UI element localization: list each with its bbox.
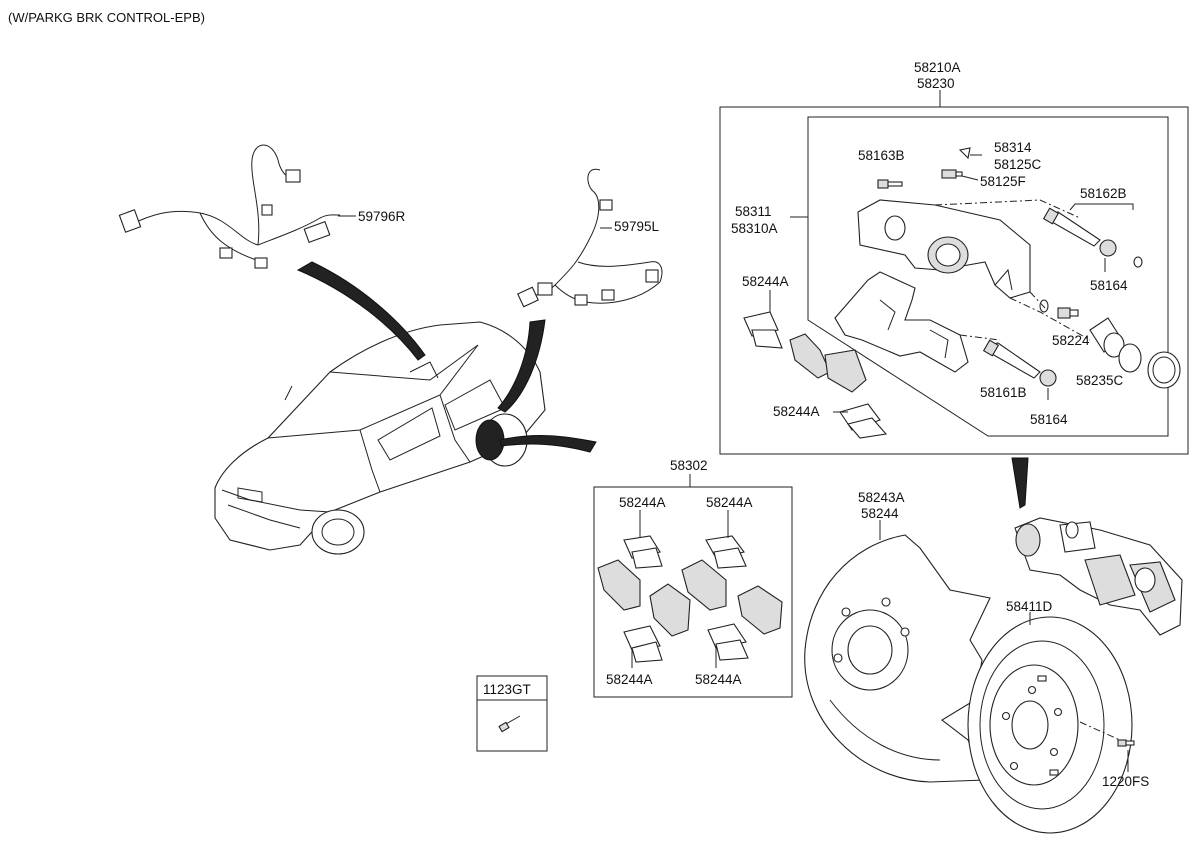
caliper-body: [857, 199, 1031, 299]
brake-pads-main: [743, 311, 888, 439]
label-59796R: 59796R: [358, 209, 406, 224]
pointer-to-car-front: [296, 261, 426, 361]
label-59795L: 59795L: [614, 219, 660, 234]
label-58244A-kit1: 58244A: [619, 495, 666, 510]
label-58244A-kit3: 58244A: [606, 672, 653, 687]
label-58125C: 58125C: [994, 157, 1042, 172]
label-58314: 58314: [994, 140, 1032, 155]
sensor-59796R: [118, 144, 341, 269]
label-58224: 58224: [1052, 333, 1090, 348]
pad-kit-parts: [597, 535, 783, 663]
car-illustration: [214, 321, 546, 555]
label-58210A: 58210A: [914, 60, 961, 75]
bolt-1123GT: [498, 715, 521, 733]
box-58302: [593, 486, 793, 698]
boot-58164-bottom: [1039, 369, 1057, 387]
label-58164-bottom: 58164: [1030, 412, 1068, 427]
label-58244: 58244: [861, 506, 899, 521]
label-58161B: 58161B: [980, 385, 1027, 400]
brake-disc-58411D: [967, 616, 1133, 834]
label-58311: 58311: [735, 204, 772, 219]
caliper-assembly-epb: [1014, 517, 1183, 636]
label-58244A-kit2: 58244A: [706, 495, 753, 510]
box-1123GT: [476, 675, 548, 752]
label-58411D: 58411D: [1006, 599, 1053, 614]
label-58125F: 58125F: [980, 174, 1026, 189]
pointer-to-car-rear: [497, 319, 546, 413]
bolt-58163B: [877, 179, 903, 189]
pointer-to-caliper-assy: [1011, 457, 1029, 509]
pointer-to-rear-wheel: [499, 435, 597, 453]
label-58235C: 58235C: [1076, 373, 1124, 388]
label-58244A-box1: 58244A: [742, 274, 789, 289]
box-58311: [807, 116, 1169, 437]
label-58310A: 58310A: [731, 221, 778, 236]
label-58164-top: 58164: [1090, 278, 1128, 293]
backing-plate-58243A: [804, 534, 991, 783]
bleeder-58125F: [941, 169, 963, 179]
label-58244A-box2: 58244A: [773, 404, 820, 419]
label-58244A-kit4: 58244A: [695, 672, 742, 687]
label-1123GT: 1123GT: [483, 682, 531, 697]
guide-pin-58161B: [982, 339, 1041, 379]
label-58230: 58230: [917, 76, 955, 91]
screw-1220FS: [1117, 739, 1135, 747]
piston-seal-58235C: [1089, 317, 1181, 389]
diagram-title: (W/PARKG BRK CONTROL-EPB): [8, 10, 205, 25]
label-58243A: 58243A: [858, 490, 905, 505]
sensor-59795L: [517, 168, 663, 308]
box-58210A: [719, 106, 1189, 455]
label-58302: 58302: [670, 458, 708, 473]
cap-58314: [958, 147, 971, 160]
label-58163B: 58163B: [858, 148, 905, 163]
label-1220FS: 1220FS: [1102, 774, 1149, 789]
label-58162B: 58162B: [1080, 186, 1127, 201]
guide-pin-58162B: [1042, 207, 1101, 247]
front-wheel: [311, 509, 365, 555]
bolt-58224: [1039, 299, 1079, 319]
boot-58164-top: [1099, 239, 1117, 257]
